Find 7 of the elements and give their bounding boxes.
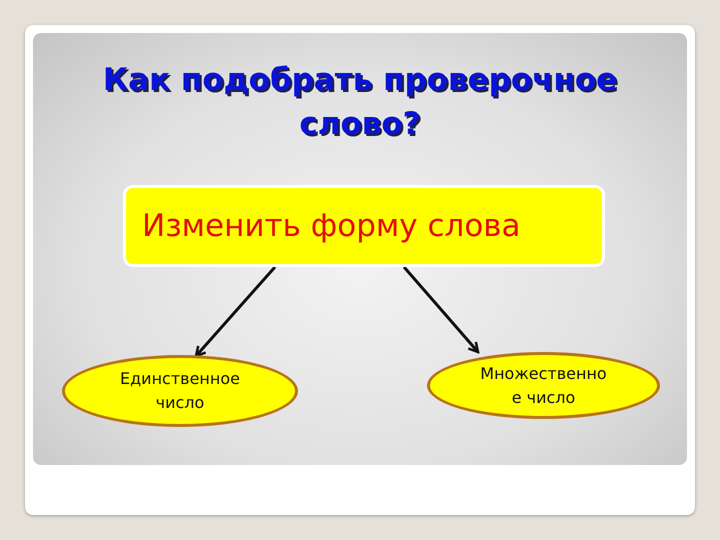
title: Как подобрать проверочное слово? (102, 61, 618, 144)
node-text: Изменить форму слова (142, 208, 521, 244)
arrow (402, 266, 480, 354)
process-box (123, 185, 605, 267)
node-text: Множественно е число (479, 362, 608, 408)
node-text: Единственное число (119, 368, 241, 414)
arrow (194, 266, 276, 358)
